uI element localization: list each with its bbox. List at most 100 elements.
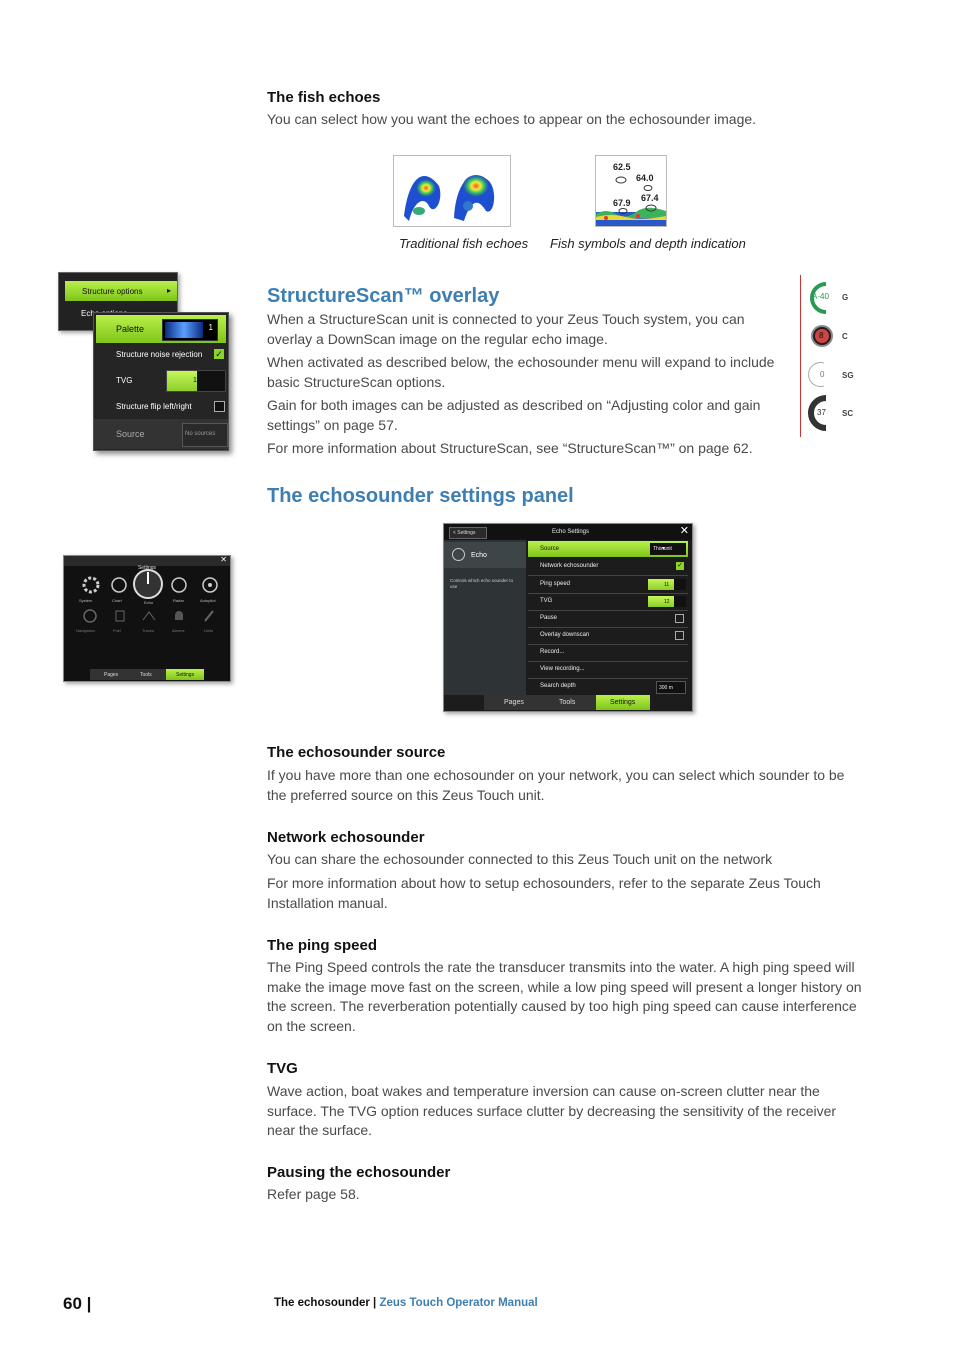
ping-speed-setting[interactable]: Ping speed 11 — [528, 576, 688, 594]
section-heading: The ping speed — [267, 937, 378, 954]
sidebar-rule — [800, 275, 801, 437]
tracks-icon[interactable] — [141, 608, 157, 629]
footer-chapter-text: The echosounder | — [274, 1297, 377, 1309]
section-heading: Network echosounder — [267, 829, 425, 846]
echo-settings-title: Echo Settings — [552, 529, 590, 535]
source-row[interactable]: Source No sources — [94, 419, 228, 449]
traditional-echo-image — [393, 155, 511, 227]
gain-gauges: A-40 G 8 C 0 SG 37 SC — [806, 278, 866, 438]
page-number: 60 | — [63, 1294, 92, 1313]
echo-tab-bar: Pages Tools Settings — [484, 695, 650, 710]
icon-label: Navigation — [76, 628, 95, 633]
fuel-icon[interactable] — [112, 608, 128, 629]
ping-speed-slider[interactable]: 11 — [648, 579, 686, 590]
tvg-setting[interactable]: TVG 12 — [528, 593, 688, 611]
system-icon[interactable] — [82, 576, 100, 599]
units-icon[interactable] — [201, 608, 217, 629]
structurescan-p4: For more information about StructureScan… — [267, 440, 753, 456]
icon-label: Alarms — [172, 628, 185, 633]
source-dropdown[interactable]: No sources — [182, 423, 228, 447]
radar-icon[interactable] — [170, 576, 188, 599]
tvg-slider[interactable]: 12 — [648, 596, 686, 607]
echo-category-panel: Echo Controls which echo sounder to use — [444, 540, 526, 695]
section-paragraph: Wave action, boat wakes and temperature … — [267, 1083, 837, 1138]
gain-c-label: C — [842, 332, 848, 341]
section-paragraph: For more information about how to setup … — [267, 875, 821, 911]
section-paragraph: If you have more than one echosounder on… — [267, 767, 845, 803]
search-depth-dropdown[interactable]: 300 m — [656, 681, 686, 694]
close-icon[interactable]: ✕ — [679, 525, 689, 537]
tab-settings[interactable]: Settings — [596, 695, 650, 710]
chevron-right-icon: ▸ — [166, 286, 171, 295]
depth-label: 67.4 — [641, 193, 659, 203]
settings-menu-screenshot: Settings ✕ System Chart Echo Radar Autop… — [63, 555, 231, 682]
view-recording-setting[interactable]: View recording... — [528, 661, 688, 679]
fish-symbols-image: 62.5 64.0 67.4 67.9 — [595, 155, 667, 227]
structurescan-p2: When activated as described below, the e… — [267, 354, 775, 390]
icon-label: Fuel — [113, 628, 121, 633]
autopilot-icon[interactable] — [201, 576, 219, 599]
section-paragraph: The Ping Speed controls the rate the tra… — [267, 959, 862, 1034]
palette-row[interactable]: Palette 1 — [96, 315, 226, 343]
pause-setting[interactable]: Pause — [528, 610, 688, 628]
echo-icon[interactable] — [132, 568, 164, 605]
depth-label: 67.9 — [613, 198, 631, 208]
chevron-down-icon: ▾ — [662, 546, 666, 552]
settings-panel-heading: The echosounder settings panel — [267, 485, 574, 507]
tab-pages[interactable]: Pages — [504, 699, 524, 706]
section-paragraph: You can share the echosounder connected … — [267, 851, 773, 867]
tvg-label: TVG — [116, 376, 133, 385]
network-checkbox[interactable]: ✓ — [676, 562, 684, 570]
gain-sg-label: SG — [842, 371, 854, 380]
navigation-icon[interactable] — [82, 608, 98, 629]
pause-checkbox[interactable] — [675, 614, 684, 623]
source-dropdown[interactable]: This unit ▾ — [650, 543, 686, 555]
section-heading: The echosounder source — [267, 744, 446, 761]
small-tab-pages[interactable]: Pages — [104, 672, 119, 678]
echo-category-item[interactable]: Echo — [444, 542, 526, 568]
footer-manual-link[interactable]: Zeus Touch Operator Manual — [379, 1297, 538, 1309]
back-to-settings-button[interactable]: < Settings — [449, 527, 487, 539]
network-echosounder-setting[interactable]: Network echosounder ✓ — [528, 558, 688, 576]
chart-icon[interactable] — [110, 576, 128, 599]
close-icon[interactable]: ✕ — [220, 555, 227, 564]
icon-label: Autopilot — [200, 598, 216, 603]
structure-menu: Palette 1 Structure noise rejection ✓ TV… — [93, 312, 229, 451]
icon-label: Echo — [144, 600, 154, 605]
tab-tools[interactable]: Tools — [559, 699, 576, 706]
depth-label: 64.0 — [636, 173, 654, 183]
source-setting[interactable]: Source This unit ▾ — [528, 541, 688, 557]
echo-settings-list: Source This unit ▾ Network echosounder ✓… — [528, 540, 688, 695]
noise-rejection-checkbox[interactable]: ✓ — [214, 349, 224, 359]
echo-icon — [452, 548, 465, 561]
overlay-checkbox[interactable] — [675, 631, 684, 640]
palette-preview[interactable]: 1 — [162, 319, 218, 341]
section-heading: Pausing the echosounder — [267, 1164, 451, 1181]
noise-rejection-label: Structure noise rejection — [116, 350, 203, 359]
settings-title-bar: Settings ✕ — [64, 555, 230, 571]
echo-description: Controls which echo sounder to use — [450, 578, 514, 589]
search-depth-setting[interactable]: Search depth 300 m — [528, 678, 688, 695]
overlay-downscan-setting[interactable]: Overlay downscan — [528, 627, 688, 645]
caption-traditional: Traditional fish echoes — [399, 236, 529, 251]
record-setting[interactable]: Record... — [528, 644, 688, 662]
tvg-slider[interactable]: 10 — [166, 370, 226, 392]
gain-sc-label: SC — [842, 409, 854, 418]
icon-label: Tracks — [142, 628, 154, 633]
gain-g-value: A-40 — [812, 292, 829, 301]
small-tab-tools[interactable]: Tools — [140, 672, 152, 678]
icon-label: Units — [204, 628, 214, 633]
small-tab-settings[interactable]: Settings — [166, 669, 204, 680]
icon-label: System — [79, 598, 93, 603]
echo-settings-screenshot: < Settings Echo Settings ✕ Echo Controls… — [443, 523, 693, 712]
icon-label: Radar — [173, 598, 184, 603]
gain-sc-value: 37 — [817, 408, 826, 417]
structure-options-item[interactable]: Structure options ▸ — [65, 281, 177, 301]
alarms-icon[interactable] — [171, 608, 187, 629]
flip-checkbox[interactable] — [214, 401, 225, 412]
footer-chapter: The echosounder | Zeus Touch Operator Ma… — [274, 1297, 538, 1309]
structurescan-p1: When a StructureScan unit is connected t… — [267, 311, 745, 347]
structurescan-heading: StructureScan™ overlay — [267, 285, 500, 307]
structurescan-p3: Gain for both images can be adjusted as … — [267, 397, 761, 433]
caption-symbols: Fish symbols and depth indication — [550, 236, 746, 251]
